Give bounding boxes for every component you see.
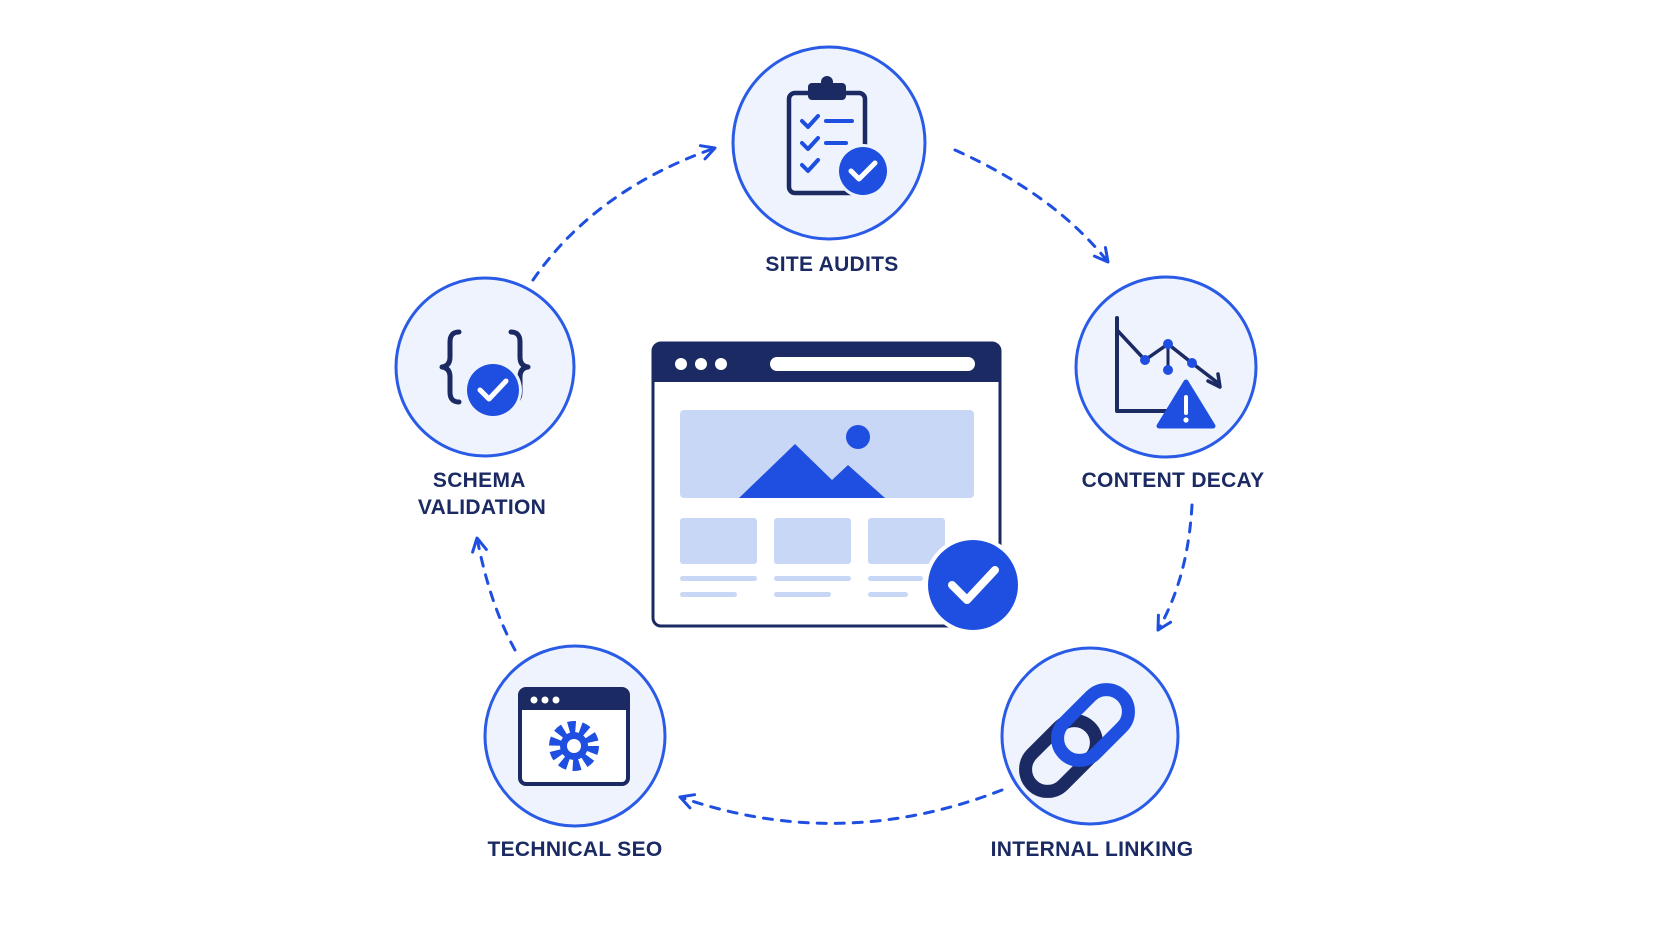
mountain-icon (739, 444, 885, 498)
text-line (774, 576, 851, 581)
content-card (680, 518, 757, 564)
arrow-content-decay-to-internal-linking (1156, 503, 1194, 632)
gear-icon (549, 721, 599, 771)
arrow-site-audits-to-content-decay (953, 148, 1110, 264)
center-browser-illustration (651, 341, 1022, 634)
node-schema-validation: SCHEMA VALIDATION (394, 276, 576, 519)
curly-braces-check-icon (439, 329, 531, 419)
text-line (680, 576, 757, 581)
node-label-schema-validation: SCHEMA VALIDATION (418, 469, 546, 519)
hero-image-block (680, 410, 974, 498)
content-card (868, 518, 945, 564)
node-label-content-decay: CONTENT DECAY (1082, 469, 1265, 492)
chain-link-icon (1019, 683, 1135, 798)
sun-icon (846, 425, 870, 449)
text-line (774, 592, 831, 597)
node-technical-seo: TECHNICAL SEO (483, 644, 667, 861)
node-content-decay: CONTENT DECAY (1074, 275, 1265, 492)
address-bar (770, 357, 975, 371)
clipboard-checklist-icon (786, 76, 890, 198)
arrow-technical-seo-to-schema-validation (471, 536, 517, 652)
arrow-internal-linking-to-technical-seo (678, 788, 1004, 825)
text-line (868, 576, 923, 581)
node-label-site-audits: SITE AUDITS (765, 253, 898, 276)
node-internal-linking: INTERNAL LINKING (991, 646, 1194, 861)
browser-gear-icon (518, 687, 630, 786)
node-label-technical-seo: TECHNICAL SEO (487, 838, 662, 861)
window-dot-icon (715, 358, 727, 370)
text-line (868, 592, 908, 597)
declining-chart-warning-icon (1115, 316, 1222, 429)
center-check-badge-icon (924, 536, 1022, 634)
connectors (471, 144, 1194, 825)
arrow-schema-validation-to-site-audits (531, 144, 717, 282)
window-dot-icon (695, 358, 707, 370)
node-label-internal-linking: INTERNAL LINKING (991, 838, 1194, 861)
node-site-audits: SITE AUDITS (731, 45, 927, 276)
content-card (774, 518, 851, 564)
text-line (680, 592, 737, 597)
window-dot-icon (675, 358, 687, 370)
